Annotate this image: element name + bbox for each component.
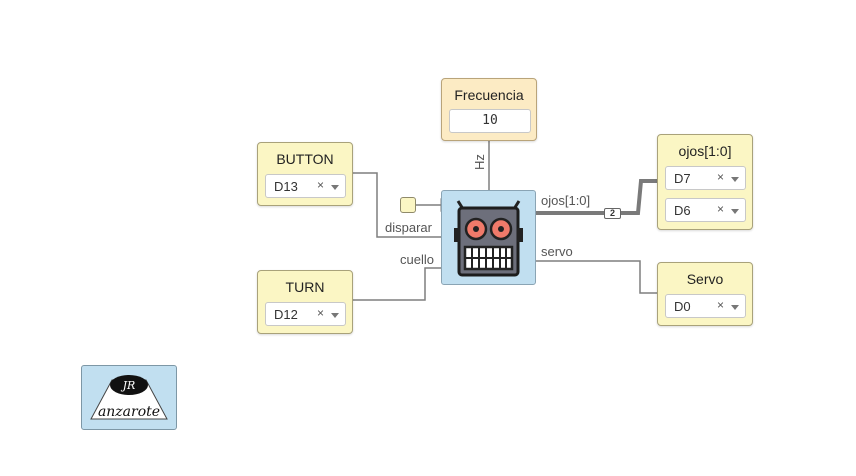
chevron-down-icon[interactable]: [331, 185, 339, 190]
turn-pin-clear-icon[interactable]: ×: [316, 306, 324, 320]
turn-pin-value: D12: [274, 307, 298, 322]
svg-text:JR: JR: [121, 379, 136, 392]
port-label-ojos: ojos[1:0]: [541, 193, 591, 208]
logo-emblem: JR: [90, 375, 168, 420]
button-pin-select[interactable]: D13 ×: [265, 174, 346, 198]
wire-turn: [352, 267, 441, 301]
ojos-pin-clear-icon-2[interactable]: ×: [716, 202, 724, 216]
button-pin-clear-icon[interactable]: ×: [316, 178, 324, 192]
servo-pin-select[interactable]: D0 ×: [665, 294, 746, 318]
wire-servo: [536, 260, 657, 294]
logo-text: anzarote: [97, 404, 161, 420]
ojos-pin-clear-icon-1[interactable]: ×: [716, 170, 724, 184]
chevron-down-icon[interactable]: [731, 209, 739, 214]
trigger-block[interactable]: [400, 197, 416, 213]
ojos-pin-select-2[interactable]: D6 ×: [665, 198, 746, 222]
button-title: BUTTON: [276, 151, 334, 167]
servo-pin-value: D0: [674, 299, 691, 314]
button-pin-value: D13: [274, 179, 298, 194]
ojos-block[interactable]: ojos[1:0] D7 × D6 ×: [657, 134, 753, 230]
chevron-down-icon[interactable]: [331, 313, 339, 318]
port-label-servo: servo: [541, 244, 573, 259]
robot-module[interactable]: [441, 190, 536, 285]
ojos-pin-select-1[interactable]: D7 ×: [665, 166, 746, 190]
bus-width-badge: 2: [604, 208, 621, 219]
frecuencia-block[interactable]: Frecuencia 10: [441, 78, 537, 141]
turn-block[interactable]: TURN D12 ×: [257, 270, 353, 334]
servo-title: Servo: [686, 271, 724, 287]
servo-pin-clear-icon[interactable]: ×: [716, 298, 724, 312]
logo-block[interactable]: JR anzarote: [81, 365, 177, 430]
frecuencia-title: Frecuencia: [454, 87, 524, 103]
port-label-hz: Hz: [472, 154, 487, 170]
frecuencia-input[interactable]: 10: [449, 109, 531, 133]
servo-block[interactable]: Servo D0 ×: [657, 262, 753, 326]
ojos-pin-value-1: D7: [674, 171, 691, 186]
turn-pin-select[interactable]: D12 ×: [265, 302, 346, 326]
wire-button: [352, 172, 441, 238]
chevron-down-icon[interactable]: [731, 177, 739, 182]
port-label-cuello: cuello: [400, 252, 434, 267]
port-label-disparar: disparar: [385, 220, 432, 235]
ojos-title: ojos[1:0]: [678, 143, 732, 159]
robot-icon: [454, 200, 523, 277]
wire-ojos-bus: [536, 179, 657, 215]
chevron-down-icon[interactable]: [731, 305, 739, 310]
button-block[interactable]: BUTTON D13 ×: [257, 142, 353, 206]
turn-title: TURN: [285, 279, 325, 295]
ojos-pin-value-2: D6: [674, 203, 691, 218]
